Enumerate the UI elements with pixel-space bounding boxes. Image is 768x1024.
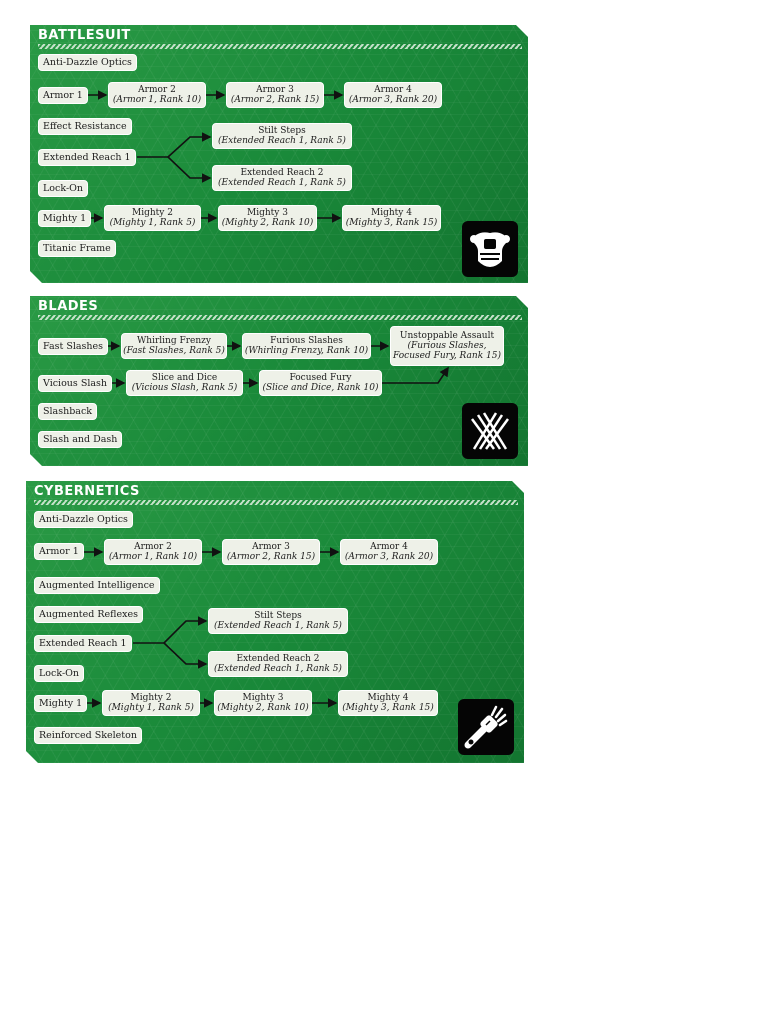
- connector-lines: [26, 481, 524, 763]
- mighty-4-box: Mighty 4 (Mighty 3, Rank 15): [342, 205, 441, 231]
- mighty-1-node: Mighty 1: [38, 210, 91, 227]
- panel-title: BATTLESUIT: [38, 28, 131, 43]
- panel-title: BLADES: [38, 299, 99, 314]
- augmented-reflexes-node: Augmented Reflexes: [34, 606, 143, 623]
- armor-3-box: Armor 3 (Armor 2, Rank 15): [226, 82, 324, 108]
- armor-2-box: Armor 2 (Armor 1, Rank 10): [104, 539, 202, 565]
- titanic-frame-node: Titanic Frame: [38, 240, 116, 257]
- claws-icon: [462, 403, 518, 459]
- armor-4-box: Armor 4 (Armor 3, Rank 20): [340, 539, 438, 565]
- focused-fury-box: Focused Fury (Slice and Dice, Rank 10): [259, 370, 382, 396]
- cybernetics-panel: CYBERNETICS Anti-Dazzle Optics Armor 1 A…: [26, 481, 524, 763]
- vicious-slash-node: Vicious Slash: [38, 375, 112, 392]
- fast-slashes-node: Fast Slashes: [38, 338, 108, 355]
- armor-1-node: Armor 1: [34, 543, 84, 560]
- title-stripe: [38, 44, 522, 49]
- anti-dazzle-optics-node: Anti-Dazzle Optics: [38, 54, 137, 71]
- armor-3-box: Armor 3 (Armor 2, Rank 15): [222, 539, 320, 565]
- armor-icon: [462, 221, 518, 277]
- mighty-4-box: Mighty 4 (Mighty 3, Rank 15): [338, 690, 438, 716]
- panel-title: CYBERNETICS: [34, 484, 140, 499]
- armor-4-box: Armor 4 (Armor 3, Rank 20): [344, 82, 442, 108]
- mighty-3-box: Mighty 3 (Mighty 2, Rank 10): [218, 205, 317, 231]
- mighty-3-box: Mighty 3 (Mighty 2, Rank 10): [214, 690, 312, 716]
- augmented-intelligence-node: Augmented Intelligence: [34, 577, 160, 594]
- unstoppable-assault-box: Unstoppable Assault (Furious Slashes, Fo…: [390, 326, 504, 366]
- slash-and-dash-node: Slash and Dash: [38, 431, 122, 448]
- armor-1-node: Armor 1: [38, 87, 88, 104]
- stilt-steps-box: Stilt Steps (Extended Reach 1, Rank 5): [212, 123, 352, 149]
- connector-lines: [30, 25, 528, 283]
- anti-dazzle-optics-node: Anti-Dazzle Optics: [34, 511, 133, 528]
- reinforced-skeleton-node: Reinforced Skeleton: [34, 727, 142, 744]
- slashback-node: Slashback: [38, 403, 97, 420]
- extended-reach-2-box: Extended Reach 2 (Extended Reach 1, Rank…: [208, 651, 348, 677]
- blades-panel: BLADES Fast Slashes Vicious Slash Slashb…: [30, 296, 528, 466]
- robotic-arm-icon: [458, 699, 514, 755]
- mighty-2-box: Mighty 2 (Mighty 1, Rank 5): [102, 690, 200, 716]
- furious-slashes-box: Furious Slashes (Whirling Frenzy, Rank 1…: [242, 333, 371, 359]
- extended-reach-2-box: Extended Reach 2 (Extended Reach 1, Rank…: [212, 165, 352, 191]
- connector-lines: [30, 296, 528, 466]
- title-stripe: [34, 500, 518, 505]
- extended-reach-1-node: Extended Reach 1: [34, 635, 132, 652]
- slice-and-dice-box: Slice and Dice (Vicious Slash, Rank 5): [126, 370, 243, 396]
- lock-on-node: Lock-On: [34, 665, 84, 682]
- whirling-frenzy-box: Whirling Frenzy (Fast Slashes, Rank 5): [121, 333, 227, 359]
- armor-2-box: Armor 2 (Armor 1, Rank 10): [108, 82, 206, 108]
- mighty-2-box: Mighty 2 (Mighty 1, Rank 5): [104, 205, 201, 231]
- battlesuit-panel: BATTLESUIT Anti-Dazzle Optics Armor 1 Ef…: [30, 25, 528, 283]
- lock-on-node: Lock-On: [38, 180, 88, 197]
- extended-reach-1-node: Extended Reach 1: [38, 149, 136, 166]
- mighty-1-node: Mighty 1: [34, 695, 87, 712]
- stilt-steps-box: Stilt Steps (Extended Reach 1, Rank 5): [208, 608, 348, 634]
- title-stripe: [38, 315, 522, 320]
- effect-resistance-node: Effect Resistance: [38, 118, 132, 135]
